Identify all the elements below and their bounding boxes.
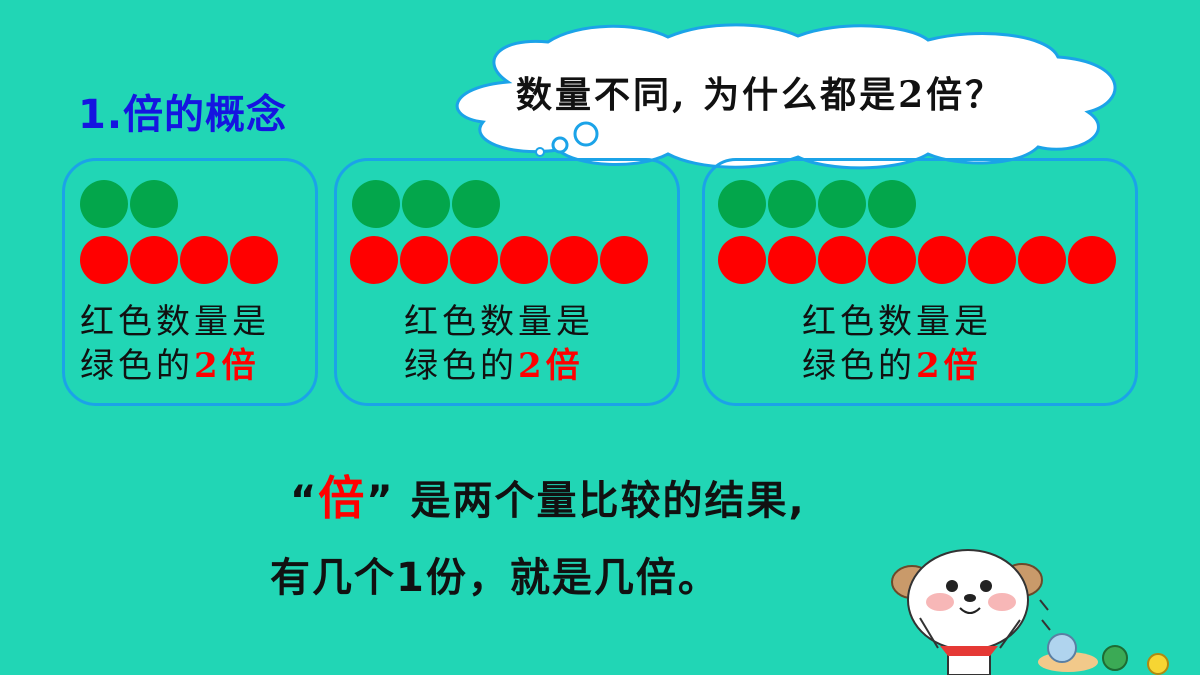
caption-highlight: 2倍: [916, 346, 982, 386]
green-row-3: [718, 180, 916, 228]
red-dot: [918, 236, 966, 284]
green-dot: [452, 180, 500, 228]
red-dot: [968, 236, 1016, 284]
red-dot: [80, 236, 128, 284]
puppy-illustration: [891, 549, 1169, 675]
red-dot: [600, 236, 648, 284]
green-dot: [402, 180, 450, 228]
caption-highlight: 2倍: [194, 346, 260, 386]
group-caption-3: 红色数量是 绿色的2倍: [802, 300, 992, 388]
group-caption-1: 红色数量是 绿色的2倍: [80, 300, 270, 388]
green-dot: [768, 180, 816, 228]
group-box-2: [334, 158, 680, 406]
red-row-3: [718, 236, 1116, 284]
key-word: 倍: [318, 471, 367, 525]
green-row-2: [352, 180, 500, 228]
caption-line1: 红色数量是: [802, 302, 992, 342]
red-dot: [1068, 236, 1116, 284]
group-box-3: [702, 158, 1138, 406]
caption-line1: 红色数量是: [404, 302, 594, 342]
red-row-2: [350, 236, 648, 284]
caption-line2: 绿色的: [80, 346, 194, 386]
red-dot: [818, 236, 866, 284]
caption-highlight: 2倍: [518, 346, 584, 386]
red-dot: [180, 236, 228, 284]
red-dot: [130, 236, 178, 284]
page-title: 1.倍的概念: [78, 92, 288, 138]
red-dot: [868, 236, 916, 284]
bubble-question: 数量不同, 为什么都是2倍？: [516, 74, 1005, 116]
conclusion-line2: 有几个1份，就是几倍。: [270, 555, 720, 601]
red-dot: [450, 236, 498, 284]
red-dot: [1018, 236, 1066, 284]
green-row-1: [80, 180, 178, 228]
open-quote: “: [290, 478, 319, 524]
group-caption-2: 红色数量是 绿色的2倍: [404, 300, 594, 388]
green-dot: [718, 180, 766, 228]
conclusion-line1: “倍” 是两个量比较的结果,: [290, 462, 806, 528]
green-dot: [818, 180, 866, 228]
caption-line2: 绿色的: [802, 346, 916, 386]
red-dot: [718, 236, 766, 284]
green-dot: [868, 180, 916, 228]
caption-line1: 红色数量是: [80, 302, 270, 342]
red-dot: [400, 236, 448, 284]
green-dot: [352, 180, 400, 228]
red-dot: [350, 236, 398, 284]
red-dot: [230, 236, 278, 284]
green-dot: [80, 180, 128, 228]
thought-bubble: [455, 23, 1117, 170]
red-dot: [768, 236, 816, 284]
red-dot: [500, 236, 548, 284]
green-dot: [130, 180, 178, 228]
red-dot: [550, 236, 598, 284]
caption-line2: 绿色的: [404, 346, 518, 386]
group-box-1: [62, 158, 318, 406]
conclusion-line1-text: ” 是两个量比较的结果,: [366, 478, 806, 524]
red-row-1: [80, 236, 278, 284]
